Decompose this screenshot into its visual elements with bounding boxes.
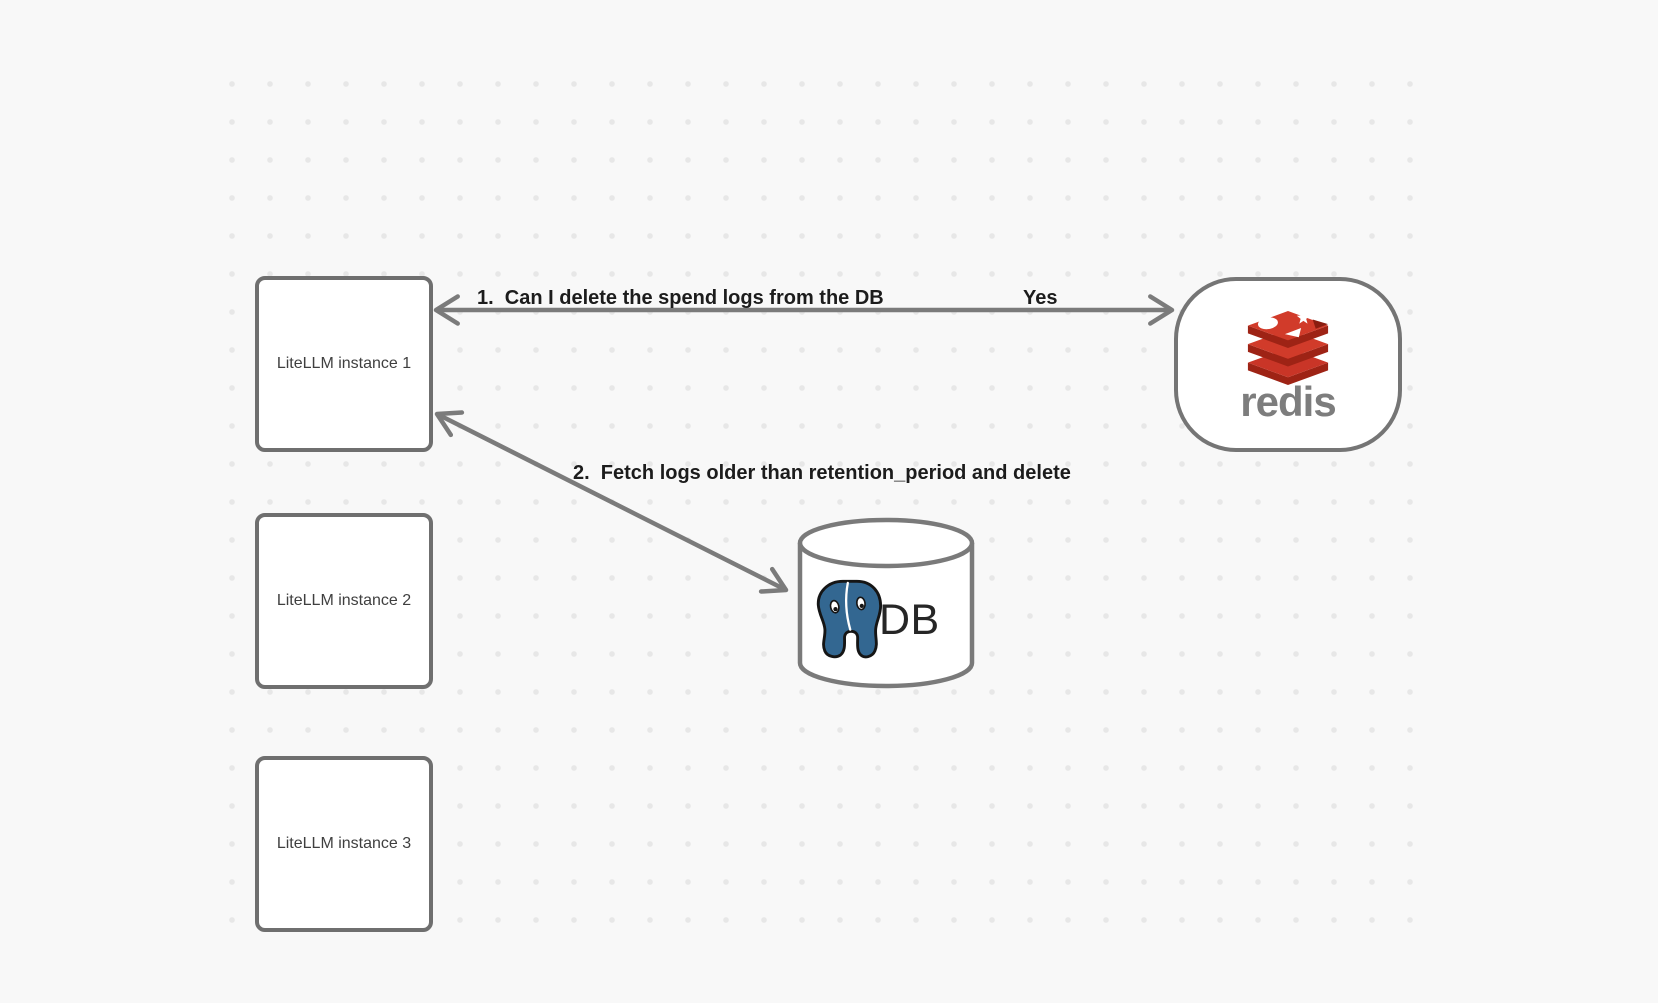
arrow-1-left-arrowhead [433, 294, 460, 326]
arrow-2-line [438, 413, 785, 591]
arrow-2-lower-arrowhead [758, 566, 789, 594]
litellm-instance-3-node: LiteLLM instance 3 [255, 756, 433, 932]
litellm-instance-2-node: LiteLLM instance 2 [255, 513, 433, 689]
arrow-1-label: 1. Can I delete the spend logs from the … [477, 287, 884, 309]
arrow-2-label: 2. Fetch logs older than retention_perio… [573, 462, 1071, 484]
redis-node: redis [1174, 277, 1402, 452]
litellm-instance-1-label: LiteLLM instance 1 [276, 355, 412, 372]
redis-wordmark: redis [1240, 377, 1336, 425]
arrow-2-upper-arrowhead [434, 410, 465, 438]
litellm-instance-1-node: LiteLLM instance 1 [255, 276, 433, 452]
litellm-instance-3-label: LiteLLM instance 3 [276, 835, 412, 852]
arrow-1-response-label: Yes [1023, 287, 1058, 309]
postgresql-elephant-icon [814, 578, 885, 660]
db-label: DB [879, 596, 940, 644]
litellm-instance-2-label: LiteLLM instance 2 [276, 592, 412, 609]
arrow-1-right-arrowhead [1148, 294, 1175, 326]
redis-logo-icon [1247, 310, 1329, 385]
